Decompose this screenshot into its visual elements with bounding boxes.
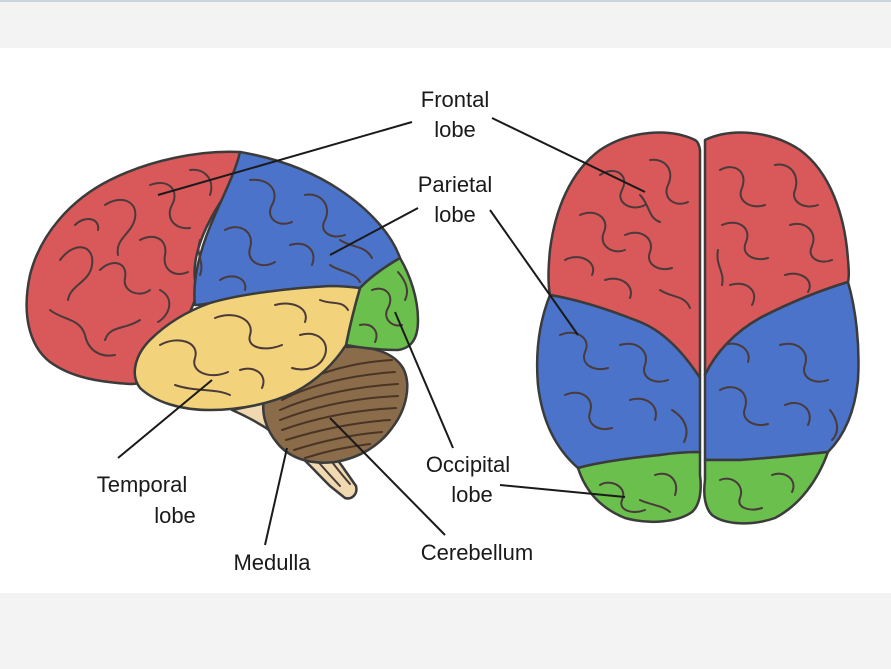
labels: Frontal lobe Parietal lobe Temporal lobe… bbox=[97, 87, 533, 575]
top-right-occipital bbox=[703, 450, 830, 525]
top-view-brain bbox=[535, 131, 860, 525]
leader-lines bbox=[117, 117, 646, 546]
cerebellum-leader bbox=[329, 417, 446, 536]
label-parietal-line1: Parietal bbox=[418, 172, 493, 197]
parietal-leader-top bbox=[489, 209, 579, 336]
label-occipital-line2: lobe bbox=[451, 482, 493, 507]
occipital-lobe-side bbox=[344, 256, 420, 352]
medulla-leader bbox=[264, 447, 288, 546]
occipital-leader-top bbox=[499, 484, 626, 498]
label-cerebellum: Cerebellum bbox=[421, 540, 534, 565]
label-frontal-line2: lobe bbox=[434, 117, 476, 142]
label-frontal-line1: Frontal bbox=[421, 87, 489, 112]
frontal-leader-side bbox=[157, 121, 413, 196]
top-left-occipital bbox=[576, 450, 702, 524]
occipital-leader-side bbox=[394, 311, 454, 449]
temporal-lobe-side bbox=[133, 284, 362, 412]
parietal-leader-side bbox=[329, 207, 419, 256]
top-border bbox=[0, 0, 891, 2]
label-parietal-line2: lobe bbox=[434, 202, 476, 227]
label-temporal-line1: Temporal bbox=[97, 472, 187, 497]
label-temporal-line2: lobe bbox=[154, 503, 196, 528]
label-medulla: Medulla bbox=[233, 550, 311, 575]
temporal-leader bbox=[117, 379, 213, 459]
label-occipital-line1: Occipital bbox=[426, 452, 510, 477]
side-view-brain bbox=[25, 150, 420, 500]
frontal-leader-top bbox=[491, 117, 646, 193]
